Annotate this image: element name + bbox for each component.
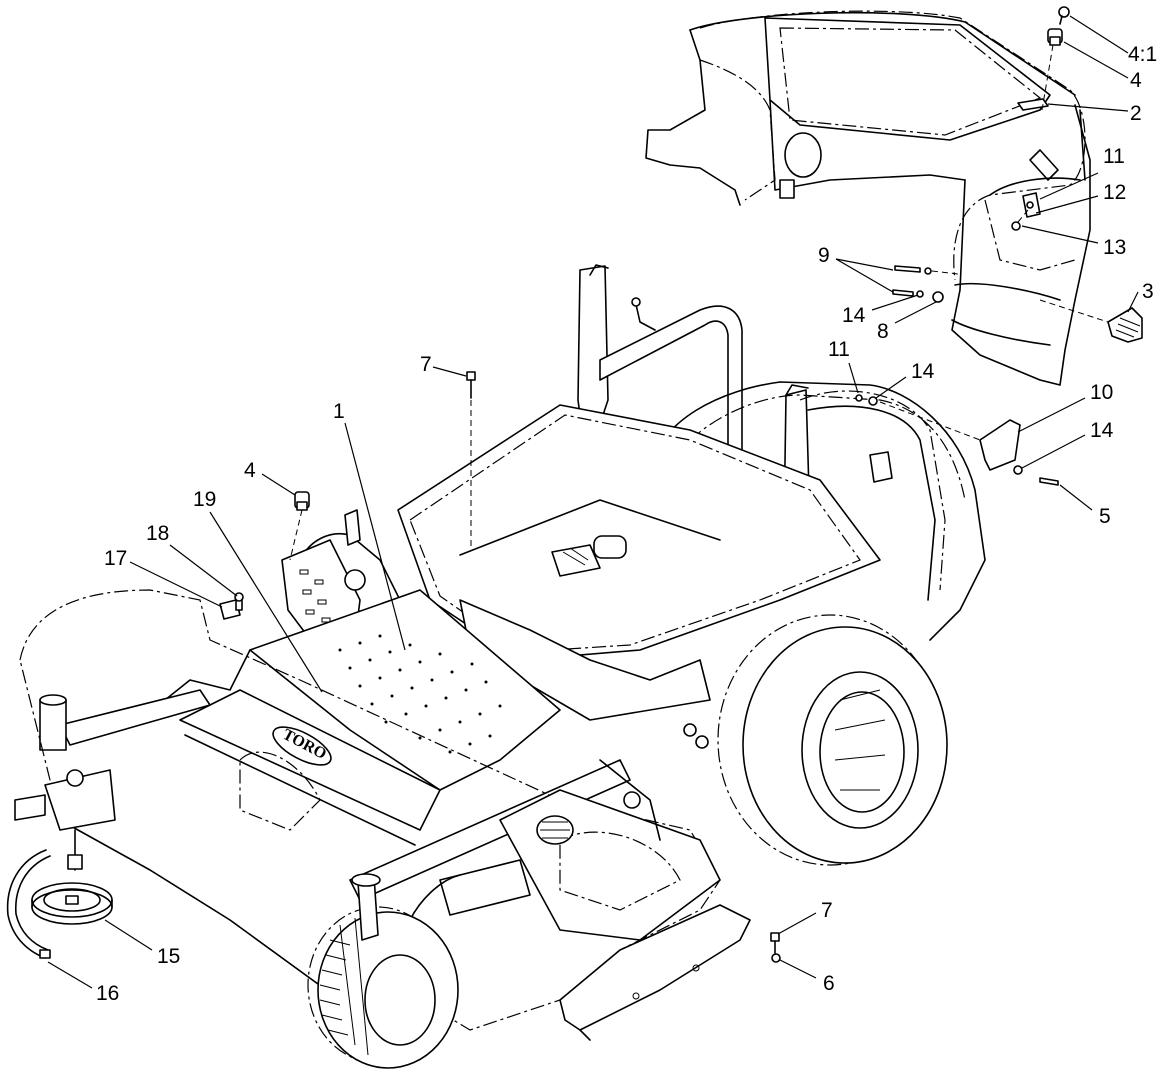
callout-leaders xyxy=(47,15,1139,989)
callout-4-1: 4:1 xyxy=(1128,43,1157,66)
callout-15: 15 xyxy=(157,945,180,968)
callout-9: 9 xyxy=(818,244,830,267)
callout-14-mid: 14 xyxy=(911,360,935,383)
bracket-17-18 xyxy=(219,592,244,620)
ignition-switch-lower xyxy=(289,491,310,561)
pivot-pins xyxy=(892,265,959,303)
decal-part xyxy=(1017,98,1049,111)
callout-11-mid: 11 xyxy=(828,338,850,361)
callout-6: 6 xyxy=(823,972,835,995)
callout-14-right: 14 xyxy=(1090,419,1114,442)
callout-17: 17 xyxy=(104,547,127,570)
callout-4-top: 4 xyxy=(1130,69,1142,92)
callout-labels: 4:1 4 2 11 12 13 9 3 14 8 11 14 7 10 1 1… xyxy=(96,43,1157,1005)
callout-11-top: 11 xyxy=(1103,145,1125,168)
callout-2: 2 xyxy=(1130,102,1142,125)
callout-12: 12 xyxy=(1103,181,1126,204)
callout-5: 5 xyxy=(1099,505,1111,528)
callout-10: 10 xyxy=(1090,381,1113,404)
callout-7-lower: 7 xyxy=(821,899,833,922)
callout-3: 3 xyxy=(1142,280,1154,303)
callout-4-lower: 4 xyxy=(244,459,256,482)
bolt-7-lower xyxy=(770,932,781,963)
rear-tire xyxy=(717,614,948,866)
mower-chassis: TORO xyxy=(14,264,986,1041)
footrest-holes xyxy=(338,634,502,754)
panel-slots xyxy=(299,569,331,623)
callout-16: 16 xyxy=(96,982,119,1005)
seat-switch-bracket xyxy=(1011,192,1041,231)
callout-18: 18 xyxy=(146,522,169,545)
bracket-10-hardware xyxy=(855,394,1059,486)
seat-fender-body xyxy=(645,10,1091,386)
bolt-7-upper xyxy=(466,371,476,550)
ignition-key-upper xyxy=(1041,6,1070,111)
drive-belt xyxy=(6,849,51,959)
callout-8: 8 xyxy=(877,320,889,343)
callout-13: 13 xyxy=(1103,236,1126,259)
callout-7-top: 7 xyxy=(420,353,432,376)
callout-19: 19 xyxy=(193,488,216,511)
callout-1: 1 xyxy=(333,400,345,423)
callout-14-top: 14 xyxy=(842,304,866,327)
seat-handle xyxy=(1039,299,1143,343)
idler-pulley xyxy=(31,882,113,925)
front-caster-wheel xyxy=(307,873,459,1069)
